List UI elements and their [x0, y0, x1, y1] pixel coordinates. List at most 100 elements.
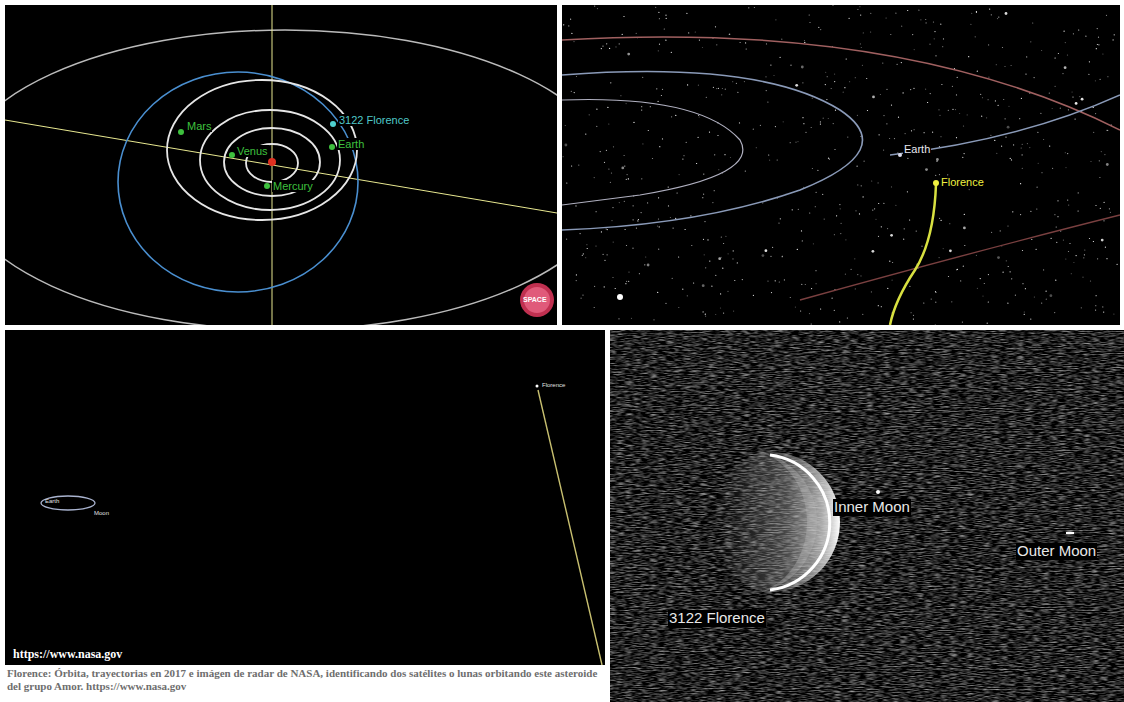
star-dot [1050, 294, 1053, 297]
star-dot [637, 220, 638, 221]
star-dot [658, 12, 659, 13]
star-dot [760, 125, 761, 126]
star-dot [801, 284, 802, 285]
star-dot [781, 39, 782, 40]
star-dot [1068, 109, 1069, 110]
star-dot [832, 5, 833, 6]
star-dot [716, 44, 717, 45]
star-dot [797, 141, 798, 142]
star-dot [1022, 250, 1023, 251]
star-dot [620, 95, 621, 96]
star-dot [1109, 208, 1110, 209]
star-dot [656, 88, 657, 89]
star-dot [767, 281, 768, 282]
star-dot [570, 19, 571, 20]
star-dot [801, 66, 804, 69]
star-dot [624, 155, 625, 156]
star-dot [1065, 258, 1066, 259]
star-dot [655, 7, 656, 8]
star-dot [834, 310, 835, 311]
star-dot [756, 147, 757, 148]
star-dot [815, 206, 816, 207]
star-dot [571, 165, 572, 166]
star-dot [686, 13, 687, 14]
star-dot [612, 207, 613, 208]
star-dot [671, 116, 672, 117]
star-dot [573, 41, 574, 42]
star-dot [745, 171, 746, 172]
star-dot [1090, 161, 1091, 162]
star-dot [596, 109, 597, 110]
star-dot [666, 18, 667, 19]
star-dot [675, 115, 676, 116]
star-dot [1083, 257, 1084, 258]
star-dot [1056, 242, 1057, 243]
star-dot [607, 107, 608, 108]
star-dot [802, 82, 803, 83]
star-dot [619, 202, 620, 203]
star-dot [840, 233, 841, 234]
star-dot [1101, 239, 1104, 242]
star-dot [647, 264, 650, 267]
star-dot [851, 269, 852, 270]
star-dot [772, 247, 773, 248]
star-dot [1067, 200, 1068, 201]
star-dot [633, 122, 634, 123]
star-dot [1011, 159, 1012, 160]
star-dot [997, 256, 1000, 259]
star-dot [693, 282, 694, 283]
star-dot [895, 205, 896, 206]
star-dot [683, 155, 684, 156]
star-dot [736, 83, 737, 84]
star-dot [721, 94, 722, 95]
star-dot [892, 262, 893, 263]
star-dot [626, 103, 627, 104]
star-dot [626, 179, 627, 180]
star-dot [603, 254, 604, 255]
star-dot [734, 280, 735, 281]
star-dot [975, 36, 976, 37]
star-dot [638, 219, 639, 220]
star-dot [967, 114, 968, 115]
star-dot [753, 295, 754, 296]
star-dot [1104, 154, 1105, 155]
star-dot [816, 192, 817, 193]
star-dot [984, 283, 985, 284]
star-dot [1052, 168, 1053, 169]
star-dot [826, 99, 827, 100]
star-dot [595, 245, 596, 246]
star-dot [883, 115, 884, 116]
star-dot [601, 48, 602, 49]
star-dot [702, 197, 703, 198]
star-dot [653, 319, 654, 320]
star-dot [963, 125, 964, 126]
star-dot [740, 42, 741, 43]
star-dot [610, 82, 611, 83]
star-dot [1096, 295, 1097, 296]
star-dot [608, 123, 609, 124]
star-dot [813, 243, 814, 244]
star-dot [886, 89, 887, 90]
star-dot [1007, 303, 1008, 304]
star-dot [835, 110, 836, 111]
star-dot [1055, 57, 1056, 58]
star-dot [1000, 230, 1001, 231]
star-dot [703, 311, 704, 312]
star-dot [841, 223, 842, 224]
star-dot [576, 76, 577, 77]
star-dot [675, 218, 676, 219]
star-dot [927, 102, 928, 103]
star-dot [977, 288, 978, 289]
star-dot [840, 208, 841, 209]
star-dot [628, 281, 629, 282]
star-dot [818, 27, 819, 28]
star-dot [913, 315, 914, 316]
star-dot [1010, 158, 1011, 159]
star-dot [698, 85, 699, 86]
star-dot [648, 130, 649, 131]
planet-label: Mars [186, 120, 212, 132]
star-dot [613, 242, 614, 243]
star-dot [836, 215, 837, 216]
star-dot [951, 301, 952, 302]
star-dot [1054, 312, 1055, 313]
